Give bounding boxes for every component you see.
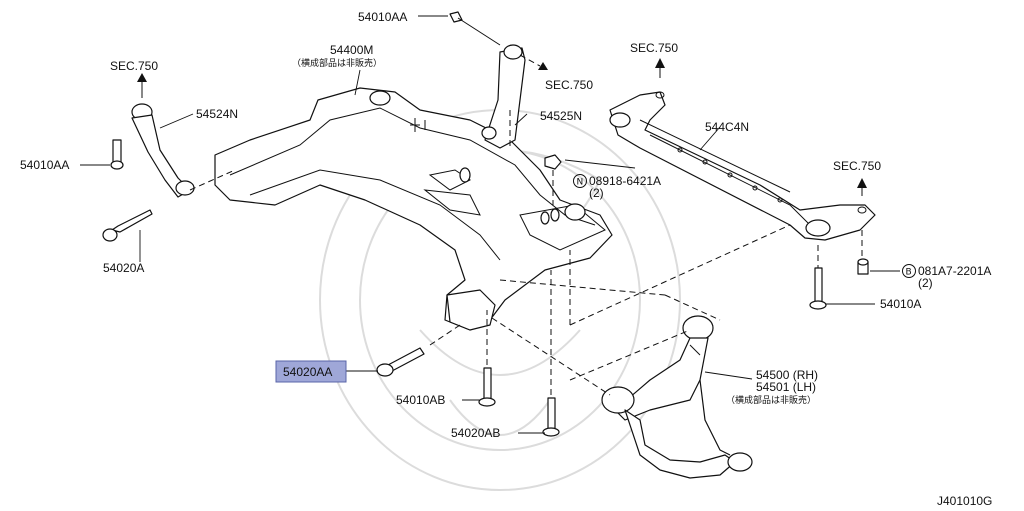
label-54020AA[interactable]: 54020AA (283, 365, 332, 379)
bolt-081A7[interactable] (857, 258, 869, 275)
label-54020AB[interactable]: 54020AB (451, 426, 500, 440)
sec750-arrow-mid (519, 54, 548, 70)
label-54524N[interactable]: 54524N (196, 107, 238, 121)
label-sec750-left[interactable]: SEC.750 (110, 59, 158, 73)
label-08918-prefix: N (577, 178, 584, 188)
label-54010AB[interactable]: 54010AB (396, 393, 445, 407)
label-544C4N[interactable]: 544C4N (705, 120, 749, 134)
label-081A7-prefix: B (906, 268, 912, 278)
part-labels: 54010AA 54400M （横成部品は非販売） SEC.750 SEC.75… (20, 10, 992, 508)
n-circle-icon (573, 174, 587, 188)
bolt-54020AB[interactable] (542, 397, 560, 437)
crossmember-544C4N[interactable] (609, 91, 876, 241)
label-08918-qty: (2) (589, 186, 604, 200)
b-circle-icon (902, 264, 916, 278)
label-54400M-note: （横成部品は非販売） (292, 57, 382, 69)
bolt-54010A[interactable] (809, 267, 827, 310)
label-54400M[interactable]: 54400M (330, 43, 373, 57)
leader-lines (80, 15, 900, 434)
label-54010AA-left[interactable]: 54010AA (20, 158, 69, 172)
label-sec750-right[interactable]: SEC.750 (833, 159, 881, 173)
label-54020A[interactable]: 54020A (103, 261, 144, 275)
crossmember-holes (677, 147, 783, 203)
label-54010A[interactable]: 54010A (880, 297, 921, 311)
label-081A7-group[interactable]: B 081A7-2201A (2) (902, 264, 992, 290)
front-subframe[interactable] (214, 87, 613, 331)
sec750-arrow-right (857, 178, 867, 196)
highlight-54020AA (275, 360, 347, 383)
label-08918-group[interactable]: N 08918-6421A (2) (573, 174, 662, 200)
label-081A7[interactable]: 081A7-2201A (918, 264, 991, 278)
label-54501[interactable]: 54501 (LH) (756, 380, 816, 394)
assembly-dashed-lines (189, 110, 863, 396)
label-54010AA-top[interactable]: 54010AA (358, 10, 407, 24)
stabilizer-link-54524N[interactable] (102, 103, 195, 242)
label-08918[interactable]: 08918-6421A (589, 174, 661, 188)
bolt-54020AA[interactable] (376, 347, 425, 377)
label-081A7-qty: (2) (918, 276, 933, 290)
sec750-arrow-right-top (655, 58, 665, 78)
label-54525N[interactable]: 54525N (540, 109, 582, 123)
label-sec750-mid[interactable]: SEC.750 (545, 78, 593, 92)
lower-control-arm[interactable] (601, 315, 753, 479)
label-sec750-right-top[interactable]: SEC.750 (630, 41, 678, 55)
nut-08918[interactable] (544, 154, 562, 170)
label-5450x-note: （横成部品は非販売） (726, 394, 816, 406)
diagram-id: J401010G (937, 494, 992, 508)
label-54500[interactable]: 54500 (RH) (756, 368, 818, 382)
brace-bracket-54525N[interactable] (449, 11, 526, 149)
sec750-arrow-left (137, 73, 147, 98)
bolt-54010AB[interactable] (478, 367, 496, 407)
